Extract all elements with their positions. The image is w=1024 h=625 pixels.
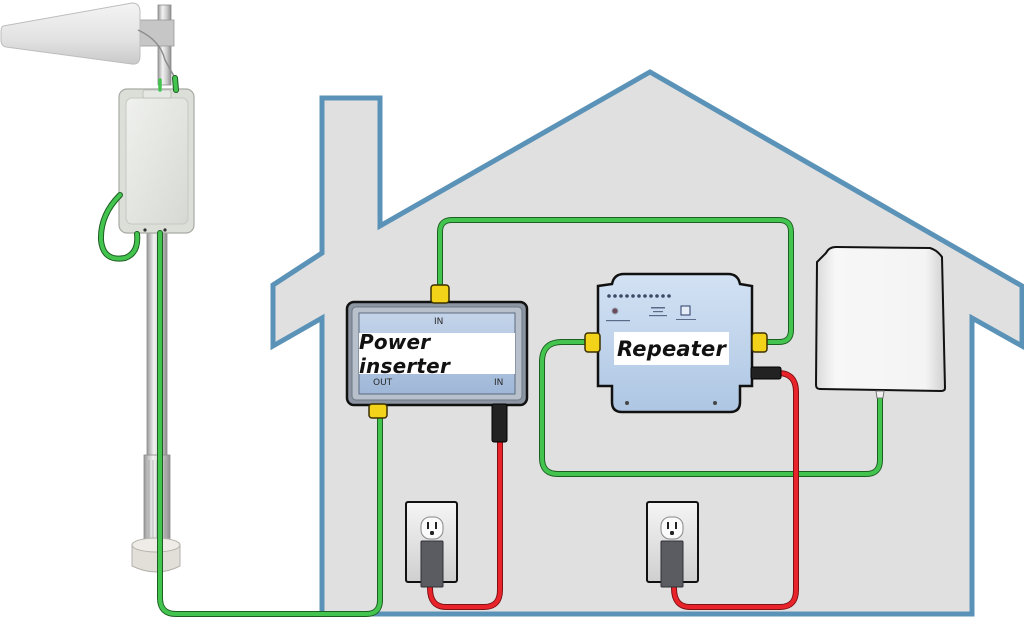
wall-outlet-1 (405, 501, 458, 588)
wall-outlet-2 (646, 501, 699, 588)
power-cables (427, 370, 799, 610)
power-plug-repeater (750, 366, 782, 380)
repeater-label: Repeater (614, 332, 729, 365)
power-inserter-port-out: OUT (373, 378, 393, 388)
repeater-logo-icon (680, 305, 691, 316)
connector-repeater-right (751, 332, 768, 353)
indoor-panel-antenna (814, 245, 947, 399)
coax-cables (97, 75, 883, 617)
outdoor-unit (118, 88, 195, 234)
wall-plug-2 (660, 540, 684, 588)
status-light (611, 307, 619, 315)
power-inserter-label: Power inserter (359, 330, 515, 378)
led-indicator-row (607, 294, 671, 298)
outdoor-yagi-antenna (0, 2, 176, 79)
power-inserter-port-in-bottom: IN (494, 378, 504, 388)
connector-inserter-out (368, 403, 388, 419)
wall-plug-1 (420, 540, 444, 588)
power-plug-inserter (491, 403, 508, 443)
power-inserter-port-in-top: IN (434, 317, 444, 327)
connector-inserter-top (430, 284, 450, 304)
connector-repeater-left (584, 332, 601, 353)
